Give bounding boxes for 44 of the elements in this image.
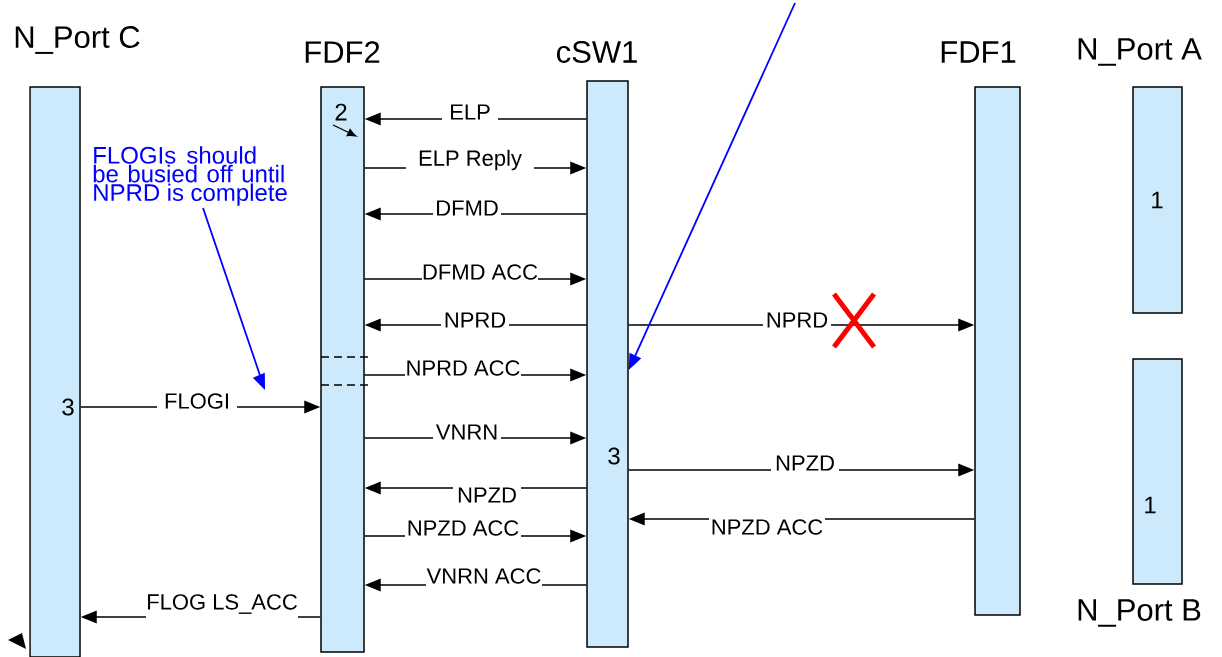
message-arrow [628, 512, 975, 526]
message-arrow [364, 207, 587, 221]
message-arrow [364, 161, 587, 175]
message-arrow [364, 368, 587, 382]
edge-label: ELP Reply [419, 149, 522, 171]
lifeline-title: N_Port B [1078, 599, 1201, 627]
message-arrow [364, 481, 587, 495]
lifeline-title: FDF1 [941, 41, 1016, 63]
message-arrow [364, 529, 587, 543]
edge-label: VNRN [435, 424, 497, 440]
message-arrow [364, 112, 587, 126]
lifeline-title: cSW1 [557, 41, 637, 63]
step-number: 3 [608, 447, 620, 465]
step-number: 2 [335, 103, 347, 121]
annotation-text: FLOGIs should be busied off until NPRD is complete [93, 146, 287, 206]
leader-line [628, 2, 796, 370]
message-arrow [364, 578, 587, 592]
edge-label: FLOGI [165, 393, 228, 409]
edge-label: ELP [451, 104, 490, 120]
step-number: 1 [1145, 496, 1156, 514]
edge-label: DFMD ACC [423, 264, 538, 280]
edge-label: NPZD ACC [712, 519, 823, 535]
message-arrow [364, 431, 587, 445]
edge-label: NPZD ACC [408, 520, 519, 536]
lifeline-title: N_Port A [1078, 38, 1202, 66]
edge-label: FLOG LS_ACC [148, 594, 297, 614]
message-arrow [80, 610, 321, 624]
step-number: 1 [1152, 191, 1163, 209]
edge-label: NPZD [458, 487, 516, 503]
message-arrow [628, 463, 975, 477]
leader-line [202, 207, 265, 390]
message-arrow [628, 318, 975, 332]
lifeline-title: N_Port C [15, 26, 140, 54]
step-number: 3 [62, 398, 74, 416]
message-arrow [80, 400, 321, 414]
edge-label: NPZD [776, 455, 834, 471]
edge-label: VNRN ACC [426, 568, 541, 584]
edge-label: DFMD [437, 200, 498, 216]
message-arrow [364, 318, 587, 332]
edge-label: NPRD [767, 312, 828, 328]
lifeline-title: FDF2 [305, 41, 380, 63]
edge-label: NPRD ACC [407, 360, 520, 376]
message-arrow [364, 272, 587, 286]
edge-label: NPRD [445, 312, 506, 328]
